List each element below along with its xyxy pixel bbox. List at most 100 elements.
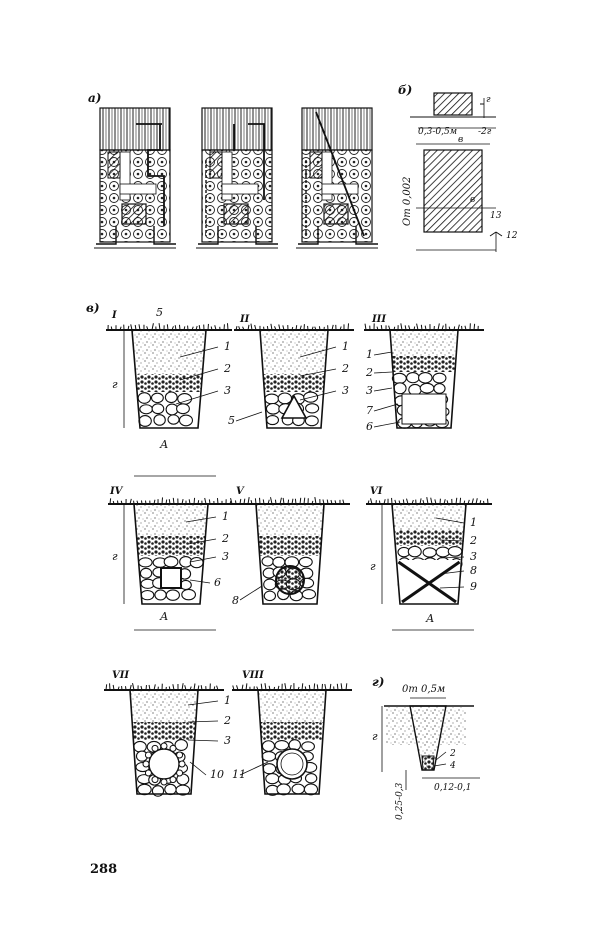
section-label-a: а) (88, 91, 101, 105)
leader-line (239, 585, 263, 601)
t2-callout-1: 1 (342, 340, 349, 353)
t1-width-label: А (159, 438, 168, 451)
leader-line (299, 368, 337, 377)
trench-7-roman: VII (112, 670, 129, 681)
leader-line (299, 390, 337, 401)
trench-5-roman: V (236, 486, 245, 497)
leader-line (187, 538, 217, 545)
t3-callout-2: 2 (365, 366, 373, 379)
plan-view-2 (196, 107, 278, 249)
trench-6-roman: VI (370, 486, 383, 497)
trench-2-roman: II (239, 314, 250, 325)
t6-callout-2: 2 (469, 534, 477, 547)
t1-height-label: г (112, 378, 118, 391)
trench-5 (230, 496, 350, 605)
t3-callout-7: 7 (366, 404, 373, 417)
t7-callout-3: 3 (224, 734, 231, 747)
leader-line (373, 371, 393, 374)
leader-line (439, 539, 465, 542)
t1-callout-2: 2 (223, 362, 231, 375)
t1-callout-3: 3 (224, 384, 231, 397)
trench-8-roman: VIII (242, 670, 264, 681)
t7-callout-10: 10 (210, 768, 224, 781)
letter-g-top: г (486, 95, 491, 105)
t2-callout-3: 3 (342, 384, 349, 397)
t4-height-label: г (112, 550, 118, 563)
leader-line (435, 517, 465, 524)
t1-callout-1: 1 (224, 340, 231, 353)
letter-v-top: в (458, 135, 463, 145)
trench-2 (234, 323, 354, 429)
leader-line (187, 720, 219, 723)
leader-line (439, 556, 465, 559)
leader-line (235, 411, 263, 422)
slope-diagram (410, 92, 503, 252)
t6-callout-9: 9 (470, 580, 477, 593)
t6-width-label: А (425, 612, 434, 625)
plan-views (94, 107, 378, 249)
trench-4 (108, 497, 234, 605)
section-label-b: б) (398, 83, 412, 97)
leader-line (189, 761, 207, 776)
leader-line (373, 387, 393, 392)
leader-line (179, 368, 219, 381)
t7-callout-1: 1 (224, 694, 231, 707)
t6-callout-3: 3 (470, 550, 477, 563)
leader-line (187, 739, 219, 742)
leader-line (373, 421, 401, 428)
t4-callout-1: 1 (222, 510, 229, 523)
t7-callout-2: 2 (223, 714, 231, 727)
t6-callout-8: 8 (470, 564, 477, 577)
leader-line (185, 516, 217, 523)
slot-bottom-width: 0,12-0,1 (434, 783, 471, 793)
callout-13: 13 (490, 211, 502, 221)
leader-line (439, 586, 465, 589)
leader-line (239, 761, 269, 776)
leader-line (175, 390, 219, 405)
dim-width-label: 0,3-0,5м (418, 127, 457, 137)
trench-1 (106, 323, 232, 429)
dim-depth-label: -2г (478, 127, 492, 137)
leader-line (373, 351, 393, 356)
slot-callout-4: 4 (449, 761, 456, 771)
trench-4-roman: IV (109, 486, 124, 497)
leader-line (299, 346, 337, 358)
trench-3-roman: III (371, 314, 386, 325)
plan-view-3 (296, 107, 378, 249)
plan-view-1 (94, 107, 176, 249)
section-label-v: в) (86, 301, 100, 315)
t4-callout-6: 6 (214, 576, 221, 589)
t6-callout-1: 1 (470, 516, 477, 529)
trench-7 (104, 683, 224, 797)
callout-12: 12 (506, 231, 518, 241)
slot-callout-2: 2 (449, 749, 456, 759)
t5-callout-8: 8 (232, 594, 239, 607)
t1-callout-5: 5 (156, 306, 163, 319)
trench-sections (104, 323, 492, 797)
slot-top-width: 0т 0,5м (402, 684, 445, 695)
leader-line (189, 556, 217, 563)
t3-callout-3: 3 (366, 384, 373, 397)
t8-callout-11: 11 (232, 768, 246, 781)
leader-line (373, 403, 399, 412)
t2-callout-5: 5 (228, 414, 235, 427)
trench-8 (232, 683, 352, 796)
t4-callout-3: 3 (222, 550, 229, 563)
t4-callout-2: 2 (221, 532, 229, 545)
leader-line (439, 570, 465, 575)
slope-label: От 0,002 (402, 177, 413, 227)
trench-6 (366, 497, 492, 605)
page-number: 288 (90, 862, 118, 877)
t4-width-label: А (159, 610, 168, 623)
t3-callout-1: 1 (366, 348, 373, 361)
letter-v-mid: в (470, 195, 475, 205)
slot-bottom-depth: 0,25-0,3 (395, 782, 405, 820)
slot-height-label: г (372, 730, 378, 743)
slot-trench (381, 697, 480, 790)
section-label-g: г) (372, 675, 384, 689)
leader-line (189, 579, 211, 584)
trench-3 (364, 323, 484, 429)
leader-line (179, 346, 219, 358)
t3-callout-6: 6 (366, 420, 373, 433)
